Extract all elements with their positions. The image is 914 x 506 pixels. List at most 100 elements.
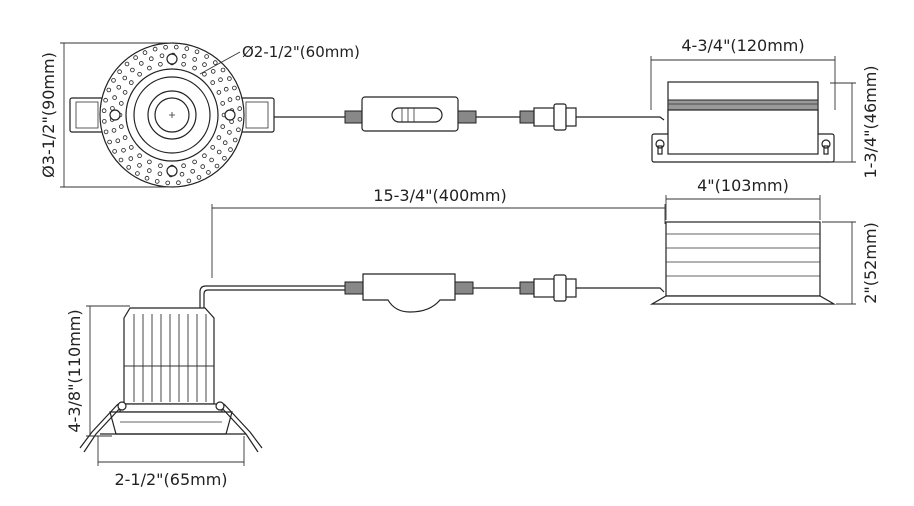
vent-hole — [165, 180, 171, 186]
vent-hole — [137, 153, 142, 159]
vent-hole — [210, 145, 216, 150]
vent-hole — [111, 78, 116, 83]
vent-hole — [181, 53, 187, 59]
heatsink-side — [123, 307, 215, 405]
vent-hole — [139, 61, 144, 66]
vent-hole — [213, 60, 218, 65]
vent-hole — [103, 129, 109, 135]
driver-flange-side — [649, 295, 837, 305]
cutout-width-label: 2-1/2"(65mm) — [114, 470, 227, 489]
vent-hole — [186, 178, 192, 184]
inline-box-side — [362, 273, 456, 313]
cable-length-dimension: 15-3/4"(400mm) — [211, 186, 666, 278]
outer-diameter-dimension: Ø3-1/2"(90mm) — [39, 42, 172, 188]
vent-hole — [130, 67, 135, 73]
screw-right — [224, 109, 236, 121]
vent-hole — [129, 80, 134, 85]
vent-hole — [220, 67, 226, 73]
vent-hole — [112, 149, 117, 154]
cable-gland-3 — [344, 281, 364, 295]
vent-hole — [220, 124, 226, 129]
vent-hole — [106, 87, 112, 93]
driver-length-top-label: 4-3/4"(120mm) — [681, 36, 804, 55]
vent-hole — [129, 145, 134, 150]
right-clip — [239, 97, 275, 133]
driver-side-height-dimension: 2"(52mm) — [822, 221, 880, 305]
vent-hole — [218, 77, 223, 82]
vent-hole — [147, 65, 152, 71]
vent-hole — [122, 75, 128, 81]
vent-hole — [126, 165, 131, 170]
vent-hole — [202, 153, 207, 159]
trim-ring — [119, 403, 223, 413]
vent-hole — [232, 137, 238, 143]
vent-hole — [111, 128, 117, 133]
vent-hole — [222, 156, 227, 161]
screw-top — [166, 53, 178, 65]
vent-hole — [112, 95, 117, 100]
vent-hole — [232, 85, 237, 91]
vent-hole — [137, 72, 142, 77]
vent-hole — [137, 163, 142, 168]
vent-hole — [202, 62, 207, 67]
vent-hole — [210, 69, 216, 74]
vent-hole — [163, 44, 168, 50]
driver-length-side-label: 4"(103mm) — [697, 176, 789, 195]
vent-hole — [118, 157, 124, 163]
vent-hole — [227, 76, 232, 81]
vent-hole — [179, 171, 185, 177]
vent-hole — [115, 138, 121, 144]
driver-height-side-label: 2"(52mm) — [861, 222, 880, 304]
vent-hole — [122, 135, 128, 140]
vent-hole — [227, 97, 233, 102]
vent-hole — [142, 50, 148, 55]
vent-hole — [158, 163, 163, 169]
vent-hole — [184, 46, 190, 51]
driver-top-height-dimension: 1-3/4"(46mm) — [830, 65, 880, 179]
vent-hole — [237, 117, 243, 122]
vent-hole — [200, 164, 206, 169]
vent-hole — [228, 147, 233, 152]
vent-hole — [222, 140, 228, 146]
vent-hole — [107, 139, 112, 145]
vent-hole — [210, 80, 216, 85]
vent-hole — [176, 180, 181, 186]
vent-hole — [192, 65, 197, 71]
fixture-height-label: 4-3/8"(110mm) — [65, 309, 84, 432]
cable-gland-2 — [457, 110, 477, 124]
vent-hole — [236, 127, 241, 133]
vent-hole — [190, 169, 196, 174]
vent-hole — [147, 159, 152, 165]
fixture-height-dimension: 4-3/8"(110mm) — [65, 305, 130, 437]
driver-top-length-dimension: 4-3/4"(120mm) — [650, 36, 836, 110]
vent-hole — [192, 57, 198, 62]
left-clip — [69, 97, 105, 133]
vent-hole — [103, 97, 108, 103]
vent-hole — [223, 86, 229, 92]
vent-hole — [124, 61, 130, 67]
vent-hole — [216, 149, 222, 155]
vent-hole — [119, 101, 124, 106]
driver-body-side — [665, 221, 821, 297]
vent-hole — [152, 46, 158, 52]
fixture-side-view — [79, 307, 263, 453]
vent-hole — [174, 44, 179, 50]
vent-hole — [216, 135, 222, 140]
cutout-width-dimension: 2-1/2"(65mm) — [97, 436, 245, 489]
top-cable-assembly — [274, 96, 665, 132]
vent-hole — [227, 130, 232, 135]
vent-hole — [235, 95, 241, 101]
inline-box-top — [361, 96, 459, 132]
vent-hole — [154, 179, 160, 184]
vent-hole — [192, 159, 197, 165]
vent-hole — [121, 148, 126, 153]
driver-top-view — [651, 81, 835, 163]
vent-hole — [159, 53, 165, 59]
vent-hole — [204, 54, 209, 59]
vent-hole — [157, 171, 163, 177]
vent-hole — [149, 56, 154, 61]
inner-diameter-label: Ø2-1/2"(60mm) — [242, 43, 360, 61]
vent-hole — [196, 175, 202, 180]
vent-holes — [101, 44, 243, 186]
vent-hole — [147, 168, 152, 173]
